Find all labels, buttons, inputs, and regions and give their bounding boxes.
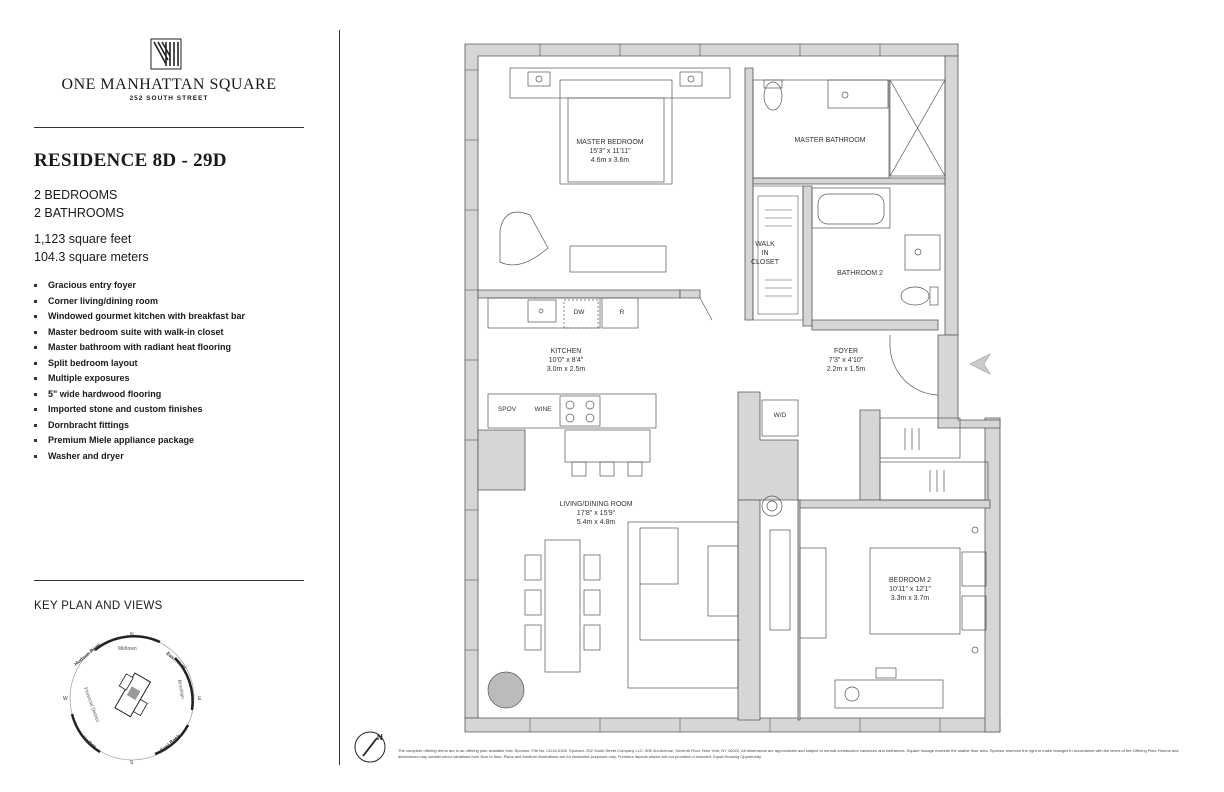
view-midtown: Midtown	[118, 646, 137, 652]
room-metric: 5.4m x 4.8m	[576, 519, 616, 526]
dishwasher-label: DW	[573, 309, 585, 316]
closet-line: WALK	[755, 241, 775, 248]
floor-plan-drawing	[464, 43, 1001, 733]
room-name: MASTER BATHROOM	[794, 137, 866, 144]
washer-dryer-label: W/D	[773, 412, 787, 419]
feature-item: Corner living/dining room	[34, 294, 245, 310]
room-metric: 4.6m x 3.6m	[590, 157, 630, 164]
view-harbor: Harbor	[81, 735, 97, 750]
building-logo-icon	[150, 38, 182, 70]
feature-item: Dornbracht fittings	[34, 418, 245, 434]
view-brooklyn: Brooklyn	[176, 679, 185, 699]
wine-fridge-label: WINE	[534, 406, 552, 413]
room-imperial: 17'8" x 15'9"	[576, 510, 616, 517]
svg-text:N: N	[377, 733, 383, 742]
view-financial-district: Financial District	[82, 687, 100, 724]
residence-title: RESIDENCE 8D - 29D	[34, 150, 227, 171]
feature-item: Gracious entry foyer	[34, 278, 245, 294]
room-name: BEDROOM 2	[888, 577, 931, 584]
square-meters: 104.3 square meters	[34, 250, 149, 264]
room-master-bathroom: MASTER BATHROOM	[770, 136, 890, 145]
room-foyer: FOYER 7'3" x 4'10" 2.2m x 1.5m	[786, 347, 906, 374]
room-master-bedroom: MASTER BEDROOM 15'3" x 11'11" 4.6m x 3.6…	[550, 138, 670, 165]
room-bedroom-2: BEDROOM 2 10'11" x 12'1" 3.3m x 3.7m	[850, 576, 970, 603]
north-arrow-icon: N	[354, 731, 386, 763]
closet-line: IN	[761, 250, 769, 257]
compass-n: N	[130, 632, 134, 638]
info-panel: ONE MANHATTAN SQUARE 252 SOUTH STREET RE…	[0, 0, 340, 792]
feature-item: Master bathroom with radiant heat floori…	[34, 340, 245, 356]
room-metric: 3.3m x 3.7m	[890, 595, 930, 602]
view-hudson-river: Hudson River	[73, 642, 102, 668]
view-east-bank: East Bank	[159, 733, 182, 753]
refrigerator-label: R	[619, 309, 625, 316]
closet-line: CLOSET	[750, 259, 779, 266]
room-metric: 3.0m x 2.5m	[546, 366, 586, 373]
speed-oven-label: SPOV	[497, 406, 517, 413]
feature-item: 5" wide hardwood flooring	[34, 387, 245, 403]
room-imperial: 10'0" x 8'4"	[548, 357, 584, 364]
room-imperial: 15'3" x 11'11"	[589, 148, 631, 155]
legal-disclaimer: The complete offering terms are in an of…	[398, 748, 1179, 759]
room-imperial: 7'3" x 4'10"	[828, 357, 864, 364]
room-imperial: 10'11" x 12'1"	[889, 586, 931, 593]
compass-s: S	[130, 760, 134, 765]
feature-item: Windowed gourmet kitchen with breakfast …	[34, 309, 245, 325]
compass-w: W	[63, 696, 68, 702]
brand-name: ONE MANHATTAN SQUARE	[61, 76, 277, 93]
room-kitchen: KITCHEN 10'0" x 8'4" 3.0m x 2.5m	[506, 347, 626, 374]
room-name: FOYER	[833, 348, 859, 355]
feature-item: Premium Miele appliance package	[34, 433, 245, 449]
key-plan-diagram: N E S W Hudson River Midtown East River …	[63, 632, 202, 765]
area-info: 1,123 square feet 104.3 square meters	[34, 230, 149, 266]
feature-list: Gracious entry foyer Corner living/dinin…	[34, 278, 245, 464]
divider	[34, 580, 304, 581]
feature-item: Imported stone and custom finishes	[34, 402, 245, 418]
entry-arrow-icon	[969, 353, 991, 375]
room-name: MASTER BEDROOM	[576, 139, 644, 146]
panel-divider	[339, 30, 340, 765]
room-walk-in-closet: WALK IN CLOSET	[740, 240, 790, 267]
bedroom-count: 2 BEDROOMS	[34, 188, 118, 202]
floor-plan: MASTER BEDROOM 15'3" x 11'11" 4.6m x 3.6…	[340, 0, 1224, 792]
feature-item: Multiple exposures	[34, 371, 245, 387]
feature-item: Washer and dryer	[34, 449, 245, 465]
divider	[34, 127, 304, 128]
bathroom-count: 2 BATHROOMS	[34, 206, 125, 220]
room-metric: 2.2m x 1.5m	[826, 366, 866, 373]
feature-item: Split bedroom layout	[34, 356, 245, 372]
room-name: LIVING/DINING ROOM	[559, 501, 633, 508]
brand-address: 252 SOUTH STREET	[129, 95, 209, 102]
square-feet: 1,123 square feet	[34, 232, 132, 246]
room-count: 2 BEDROOMS 2 BATHROOMS	[34, 186, 124, 222]
key-plan-title: KEY PLAN AND VIEWS	[34, 600, 163, 612]
room-name: KITCHEN	[550, 348, 582, 355]
compass-e: E	[198, 696, 202, 702]
room-living-dining: LIVING/DINING ROOM 17'8" x 15'9" 5.4m x …	[536, 500, 656, 527]
feature-item: Master bedroom suite with walk-in closet	[34, 325, 245, 341]
room-bathroom-2: BATHROOM 2	[820, 269, 900, 278]
room-name: BATHROOM 2	[837, 270, 883, 277]
